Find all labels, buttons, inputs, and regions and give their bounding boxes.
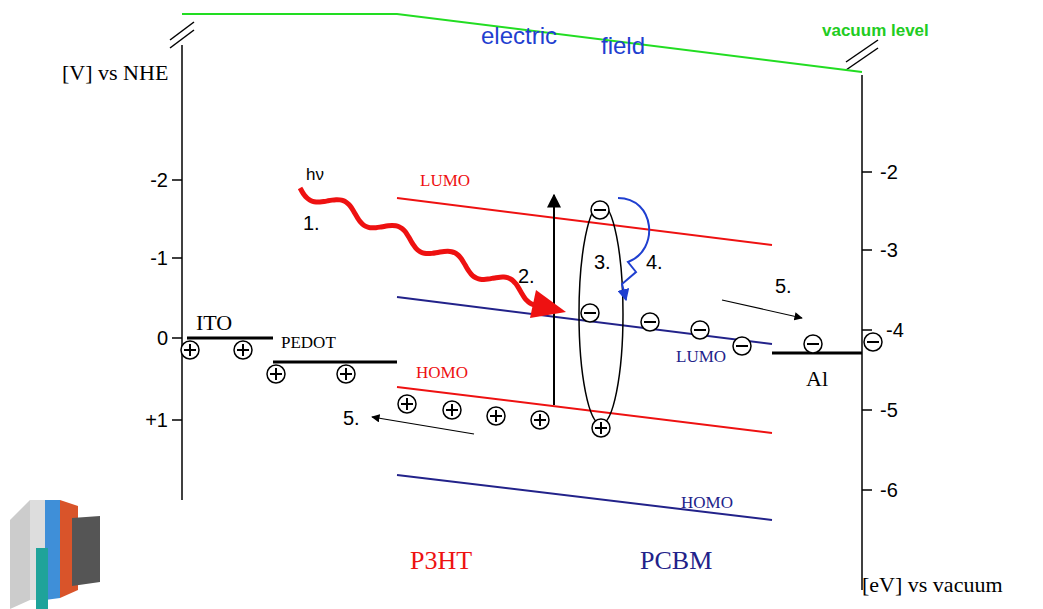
tick-label: -4 <box>886 320 904 340</box>
layer-label: PEDOT <box>281 334 336 351</box>
material-label: P3HT <box>410 548 472 574</box>
electron-symbol <box>641 313 659 331</box>
level-label: LUMO <box>676 348 726 365</box>
vacuum-level-label: vacuum level <box>822 22 929 39</box>
hole-symbol <box>592 419 610 437</box>
hole-symbol <box>181 341 199 359</box>
photon-wave <box>300 188 566 318</box>
callout-number: 5. <box>343 408 360 428</box>
tick-label: -6 <box>880 480 898 500</box>
electron-symbol <box>864 333 882 351</box>
tick-label: 0 <box>157 328 168 348</box>
tick-label: -2 <box>880 162 898 182</box>
callout-number: 2. <box>518 266 535 286</box>
photon-arrowhead <box>530 290 566 318</box>
material-label: PCBM <box>640 548 712 574</box>
vacuum-level-line <box>182 14 862 72</box>
field-label: field <box>601 34 645 58</box>
photon-label: hν <box>306 166 324 183</box>
tick-label: -2 <box>150 170 168 190</box>
field-label: electric <box>481 24 557 48</box>
photon-wave <box>300 188 548 305</box>
tick-label: -1 <box>150 248 168 268</box>
hole-symbol <box>531 411 549 429</box>
callout-number: 3. <box>594 252 611 272</box>
tick-label: -3 <box>880 240 898 260</box>
electron-symbol <box>691 321 709 339</box>
hole-symbol <box>337 365 355 383</box>
hole-symbol <box>443 401 461 419</box>
transfer-arrow <box>618 198 649 300</box>
hole-symbol <box>487 407 505 425</box>
axes <box>170 22 878 590</box>
electron-symbol <box>804 335 822 353</box>
level-label: HOMO <box>681 494 733 511</box>
callout-number: 1. <box>303 213 320 233</box>
hole-symbol <box>398 395 416 413</box>
callout-number: 4. <box>646 252 663 272</box>
axis-title: [V] vs NHE <box>62 62 168 84</box>
device-icon <box>10 500 100 609</box>
electron-transport-arrow <box>722 300 802 318</box>
callout-number: 5. <box>775 276 792 296</box>
electron-symbol <box>591 201 609 219</box>
electron-symbol <box>733 337 751 355</box>
tick-label: -5 <box>880 400 898 420</box>
axis-title: [eV] vs vacuum <box>862 574 1003 596</box>
exciton-ellipse <box>579 204 623 424</box>
tick-label: +1 <box>145 410 168 430</box>
energy-levels <box>187 198 862 520</box>
level-label: HOMO <box>416 364 468 381</box>
hole-symbol <box>234 341 252 359</box>
layer-label: ITO <box>196 312 232 334</box>
electron-symbol <box>581 304 599 322</box>
charge-symbols <box>181 201 882 437</box>
layer-label: Al <box>806 368 828 390</box>
hole-symbol <box>267 365 285 383</box>
level-label: LUMO <box>420 172 470 189</box>
hole-transport-arrow <box>372 417 474 434</box>
excitation-arrow <box>553 195 555 405</box>
